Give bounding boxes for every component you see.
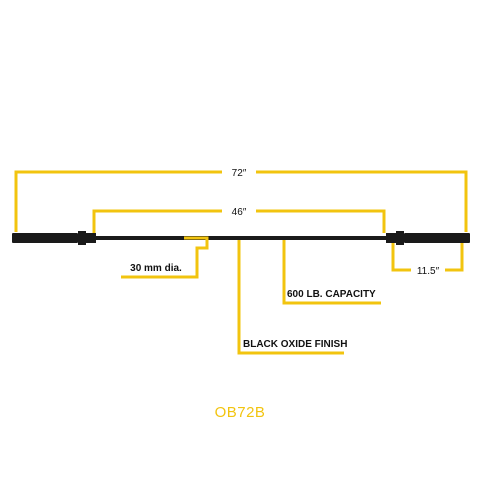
capacity-label: 600 LB. CAPACITY [287, 289, 376, 300]
model-number: OB72B [215, 404, 266, 421]
overall-length-label-bg [222, 162, 256, 182]
left-collar-outer [78, 231, 86, 245]
sleeve-length-label: 11.5″ [417, 266, 440, 277]
overall-length-dimension: 72″ [14, 162, 468, 232]
diameter-callout: 30 mm dia. [121, 236, 209, 279]
finish-callout-leader [237, 240, 344, 355]
barbell-shaft [96, 236, 386, 240]
left-sleeve [12, 233, 78, 243]
right-collar-outer [396, 231, 404, 245]
finish-label: BLACK OXIDE FINISH [243, 339, 347, 350]
overall-length-label: 72″ [232, 168, 247, 179]
barbell [12, 231, 470, 245]
finish-callout: BLACK OXIDE FINISH [237, 240, 347, 355]
shaft-length-label: 46″ [232, 207, 247, 218]
shaft-length-label-bg [222, 201, 256, 221]
right-collar-inner [386, 233, 396, 243]
capacity-callout-leader [282, 240, 381, 305]
sleeve-length-label-bg [411, 260, 445, 280]
right-sleeve [404, 233, 470, 243]
shaft-length-dimension: 46″ [92, 201, 386, 233]
diameter-callout-leader [121, 236, 209, 279]
sleeve-length-dimension: 11.5″ [391, 243, 464, 280]
capacity-callout: 600 LB. CAPACITY [282, 240, 381, 305]
left-collar-inner [86, 233, 96, 243]
diameter-label: 30 mm dia. [130, 263, 182, 274]
